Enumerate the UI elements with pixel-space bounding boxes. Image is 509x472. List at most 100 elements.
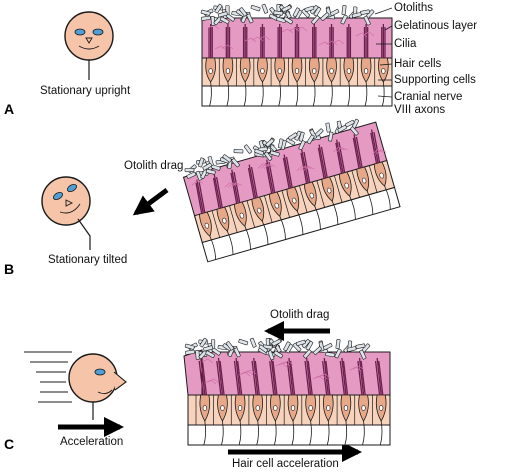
cilium — [269, 360, 275, 396]
cilium — [250, 166, 258, 198]
otolith-crystal — [258, 344, 269, 353]
cilium — [270, 357, 277, 396]
otolith-crystal — [222, 154, 232, 163]
otolith-crystal — [231, 158, 240, 168]
leader-lines-a — [374, 7, 393, 98]
cilium — [231, 169, 239, 204]
otolith-crystal — [199, 337, 208, 348]
otolith-crystal — [283, 16, 294, 25]
otolith-crystal — [273, 10, 284, 16]
otolith-crystal — [283, 341, 291, 352]
cilium — [201, 360, 208, 396]
label-otolith-drag-c: Otolith drag — [270, 309, 330, 321]
otolith-crystal — [277, 138, 284, 149]
otolith-crystal — [185, 349, 195, 355]
otolith-crystal — [200, 9, 211, 16]
caption-stationary-tilted: Stationary tilted — [48, 254, 128, 266]
otolith-crystal — [298, 131, 305, 142]
cilium — [378, 360, 384, 396]
otolith-crystal — [340, 14, 348, 25]
cilium — [358, 357, 365, 396]
cilium — [195, 182, 203, 214]
cilium — [322, 360, 328, 396]
otolith-crystal — [210, 15, 216, 26]
otolith-crystal — [328, 131, 334, 142]
cilium — [341, 357, 347, 396]
cilium — [338, 141, 346, 173]
cilium — [317, 147, 325, 179]
cilium — [286, 360, 293, 396]
cilium — [283, 154, 292, 189]
cilium — [370, 129, 379, 164]
otolith-crystal — [203, 345, 214, 352]
cilium — [200, 357, 206, 396]
caption-acceleration: Acceleration — [60, 436, 124, 448]
cilium — [307, 360, 313, 396]
label-hair-cell-acceleration: Hair cell acceleration — [232, 458, 339, 470]
cilium — [233, 171, 241, 203]
cilium — [352, 137, 360, 169]
cilium — [335, 139, 344, 174]
cilium — [335, 142, 343, 174]
cilium — [288, 357, 294, 396]
label-otolith-drag-b: Otolith drag — [124, 160, 184, 172]
otolith-crystal — [198, 157, 205, 168]
otolith-crystal — [311, 15, 320, 25]
speed-lines — [24, 351, 72, 403]
otolith-crystal — [198, 350, 208, 360]
otolith-crystal — [250, 4, 261, 12]
cilium — [360, 360, 366, 396]
cilium — [285, 156, 293, 188]
cilium — [300, 152, 308, 184]
face-accelerating — [68, 353, 127, 420]
cilium — [219, 360, 225, 396]
otolith-crystal — [288, 132, 298, 141]
otolith-crystal — [217, 11, 228, 18]
cilium — [374, 360, 381, 396]
macula-tilted — [182, 118, 401, 263]
label-cranial-nerve: Cranial nerve — [394, 91, 463, 103]
label-hair-cells: Hair cells — [394, 58, 442, 70]
label-cilia: Cilia — [394, 38, 417, 50]
otolith-crystal — [265, 138, 275, 148]
otolith-crystal — [285, 137, 296, 146]
otolith-crystal — [292, 342, 302, 352]
otolith-crystal — [225, 341, 235, 351]
cilium — [233, 360, 240, 396]
otolith-crystal — [249, 337, 257, 348]
otolith-crystal — [271, 338, 282, 347]
otolith-crystal — [239, 7, 248, 17]
otolith-crystal — [292, 7, 301, 18]
otolith-crystal — [200, 169, 208, 180]
otolith-crystal — [295, 339, 306, 347]
otolith-crystal — [281, 4, 292, 13]
cilium — [215, 176, 223, 208]
cilium — [254, 360, 260, 396]
otolith-crystal — [363, 15, 371, 26]
otolith-crystal — [184, 167, 195, 173]
panel-letter-c: C — [4, 436, 15, 452]
otolith-crystal — [320, 12, 330, 21]
otolith-crystal — [205, 350, 215, 359]
otolith-crystal — [214, 3, 223, 14]
face-upright — [64, 11, 114, 80]
label-otoliths: Otoliths — [394, 2, 433, 14]
otolith-crystal — [306, 134, 315, 145]
cilium — [342, 360, 349, 396]
otolith-crystal — [301, 8, 311, 18]
otolith-crystal — [267, 350, 275, 361]
otolith-crystal — [325, 122, 331, 133]
otolith-crystal — [243, 144, 253, 154]
cilium — [318, 144, 327, 179]
macula-upright — [200, 3, 393, 107]
otolith-crystal — [264, 151, 273, 161]
otolith-crystal — [200, 15, 211, 21]
otolith-crystal — [303, 349, 312, 359]
cilium — [196, 179, 204, 214]
panel-letter-a: A — [4, 101, 15, 117]
cilium — [251, 360, 257, 396]
otolith-crystal — [313, 346, 323, 355]
cilium — [268, 161, 276, 193]
cilium — [230, 172, 238, 204]
